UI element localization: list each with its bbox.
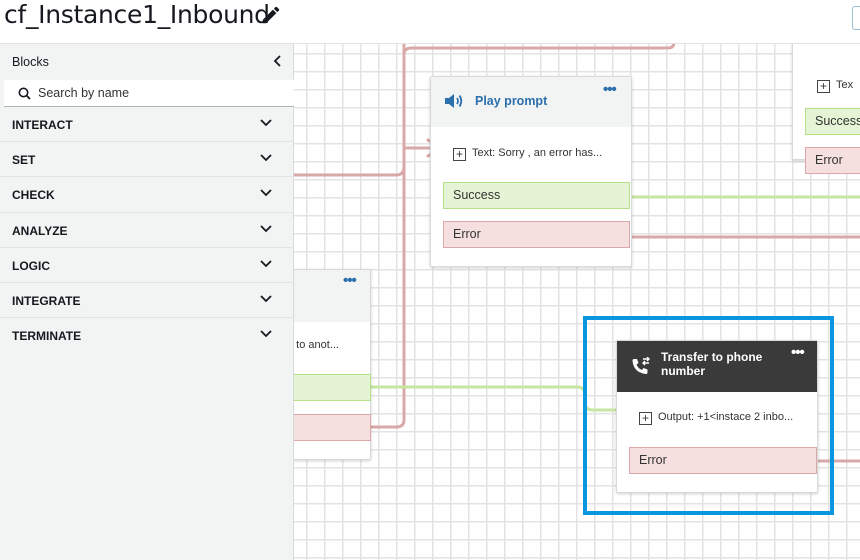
error-wire-top bbox=[402, 44, 676, 56]
phone-transfer-icon bbox=[632, 357, 650, 374]
selection-highlight bbox=[583, 316, 834, 515]
chevron-down-icon bbox=[260, 119, 272, 127]
chevron-down-icon bbox=[260, 330, 272, 338]
category-check[interactable]: CHECK bbox=[0, 177, 294, 213]
chevron-down-icon bbox=[260, 154, 272, 162]
header-edge-button[interactable] bbox=[852, 6, 860, 30]
speaker-icon bbox=[445, 94, 463, 108]
pencil-edit-icon[interactable] bbox=[260, 4, 282, 26]
chevron-down-icon bbox=[260, 224, 272, 232]
category-label: SET bbox=[12, 153, 36, 168]
category-analyze[interactable]: ANALYZE bbox=[0, 213, 294, 248]
category-label: INTEGRATE bbox=[12, 293, 81, 308]
error-branch[interactable]: Error bbox=[805, 147, 860, 174]
category-terminate[interactable]: TERMINATE bbox=[0, 318, 294, 353]
block-param: g to anot... bbox=[287, 339, 339, 351]
category-label: ANALYZE bbox=[12, 223, 68, 238]
success-branch[interactable]: Success bbox=[443, 182, 630, 209]
error-branch[interactable]: Error bbox=[443, 221, 630, 248]
chevron-down-icon bbox=[260, 295, 272, 303]
flow-header: cf_Instance1_Inbound bbox=[0, 0, 860, 44]
error-wire-main bbox=[292, 146, 438, 177]
error-branch[interactable]: Error bbox=[629, 447, 817, 474]
error-wire-vertical bbox=[364, 54, 406, 429]
block-menu-icon[interactable]: ••• bbox=[343, 272, 357, 289]
category-integrate[interactable]: INTEGRATE bbox=[0, 283, 294, 319]
block-menu-icon[interactable]: ••• bbox=[791, 344, 805, 361]
block-title: Transfer to phone number bbox=[661, 350, 763, 378]
add-param-icon[interactable]: + bbox=[817, 80, 830, 93]
add-param-icon[interactable]: + bbox=[639, 412, 652, 425]
sidebar-header: Blocks bbox=[0, 44, 294, 80]
category-label: INTERACT bbox=[12, 118, 73, 132]
search-box bbox=[4, 80, 294, 107]
transfer-to-phone-block[interactable]: Transfer to phone number ••• +Output: +1… bbox=[616, 340, 818, 493]
flow-title: cf_Instance1_Inbound bbox=[4, 0, 270, 29]
chevron-down-icon bbox=[260, 189, 272, 197]
block-param: +Tex bbox=[817, 79, 853, 93]
category-label: CHECK bbox=[12, 188, 55, 203]
category-interact[interactable]: INTERACT bbox=[0, 107, 294, 143]
category-list: INTERACT SET CHECK ANALYZE LOGIC INTEGRA… bbox=[0, 107, 294, 353]
category-label: TERMINATE bbox=[12, 329, 82, 344]
sidebar-title: Blocks bbox=[12, 55, 49, 69]
block-header: Play prompt ••• bbox=[431, 77, 631, 127]
add-param-icon[interactable]: + bbox=[453, 148, 466, 161]
play-prompt-block[interactable]: Play prompt ••• +Text: Sorry , an error … bbox=[430, 76, 632, 267]
block-menu-icon[interactable]: ••• bbox=[603, 81, 617, 98]
block-param: +Text: Sorry , an error has... bbox=[453, 147, 602, 161]
chevron-down-icon bbox=[260, 260, 272, 268]
blocks-sidebar: Blocks INTERACT SET CHECK ANALYZE LOGIC bbox=[0, 44, 294, 560]
search-input[interactable] bbox=[38, 83, 278, 103]
search-icon bbox=[18, 87, 31, 100]
block-param: +Output: +1<instace 2 inbo... bbox=[639, 411, 793, 425]
block-title: Play prompt bbox=[475, 94, 548, 108]
success-branch[interactable]: Success bbox=[805, 108, 860, 135]
category-label: LOGIC bbox=[12, 258, 50, 273]
category-logic[interactable]: LOGIC bbox=[0, 248, 294, 283]
chevron-left-icon[interactable] bbox=[270, 52, 286, 70]
block-header: Transfer to phone number ••• bbox=[617, 341, 817, 392]
category-set[interactable]: SET bbox=[0, 142, 294, 178]
top-right-block[interactable]: +Tex Success Error bbox=[792, 44, 860, 174]
